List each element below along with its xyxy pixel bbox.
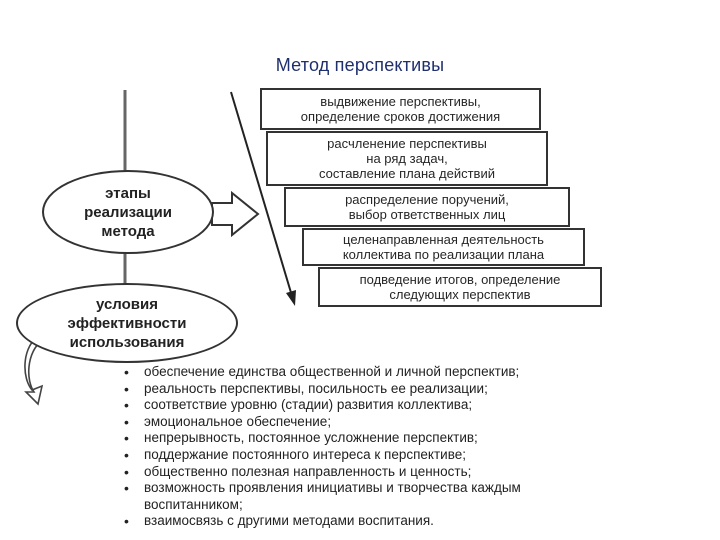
step-line: выбор ответственных лиц	[348, 207, 506, 222]
step-line: подведение итогов, определение	[359, 272, 561, 287]
list-item: реальность перспективы, посильность ее р…	[122, 381, 682, 398]
conditions-list: обеспечение единства общественной и личн…	[122, 364, 682, 530]
stages-oval-line: реализации	[84, 203, 172, 221]
step-line: расчленение перспективы	[327, 136, 487, 151]
list-item: возможность проявления инициативы и твор…	[122, 480, 584, 513]
conditions-oval: условия эффективности использования	[16, 283, 238, 363]
diagonal-arrow-head	[286, 290, 296, 306]
list-item: общественно полезная направленность и це…	[122, 464, 682, 481]
step-box: распределение поручений, выбор ответстве…	[284, 187, 570, 227]
list-item: поддержание постоянного интереса к персп…	[122, 447, 682, 464]
curved-arrow	[24, 337, 44, 406]
step-line: распределение поручений,	[345, 192, 509, 207]
stages-oval-line: этапы	[105, 184, 151, 202]
diagonal-arrow	[230, 91, 293, 297]
list-item: обеспечение единства общественной и личн…	[122, 364, 682, 381]
step-box: целенаправленная деятельность коллектива…	[302, 228, 585, 266]
list-item: непрерывность, постоянное усложнение пер…	[122, 430, 682, 447]
conditions-oval-line: использования	[69, 333, 185, 351]
list-item: эмоциональное обеспечение;	[122, 414, 682, 431]
list-item: взаимосвязь с другими методами воспитани…	[122, 513, 682, 530]
step-line: следующих перспектив	[389, 287, 531, 302]
block-arrow	[211, 190, 260, 238]
page-title: Метод перспективы	[275, 55, 445, 75]
step-line: выдвижение перспективы,	[320, 94, 481, 109]
step-box: выдвижение перспективы, определение срок…	[260, 88, 541, 130]
step-line: коллектива по реализации плана	[342, 247, 545, 262]
step-box: подведение итогов, определение следующих…	[318, 267, 602, 307]
step-line: составление плана действий	[319, 166, 495, 181]
step-line: целенаправленная деятельность	[343, 232, 544, 247]
step-line: на ряд задач,	[366, 151, 448, 166]
step-line: определение сроков достижения	[300, 109, 501, 124]
conditions-oval-line: условия	[96, 295, 158, 313]
stages-oval: этапы реализации метода	[42, 170, 214, 254]
step-box: расчленение перспективы на ряд задач, со…	[266, 131, 548, 186]
list-item: соответствие уровню (стадии) развития ко…	[122, 397, 682, 414]
stages-oval-line: метода	[101, 222, 155, 240]
conditions-oval-line: эффективности	[67, 314, 187, 332]
